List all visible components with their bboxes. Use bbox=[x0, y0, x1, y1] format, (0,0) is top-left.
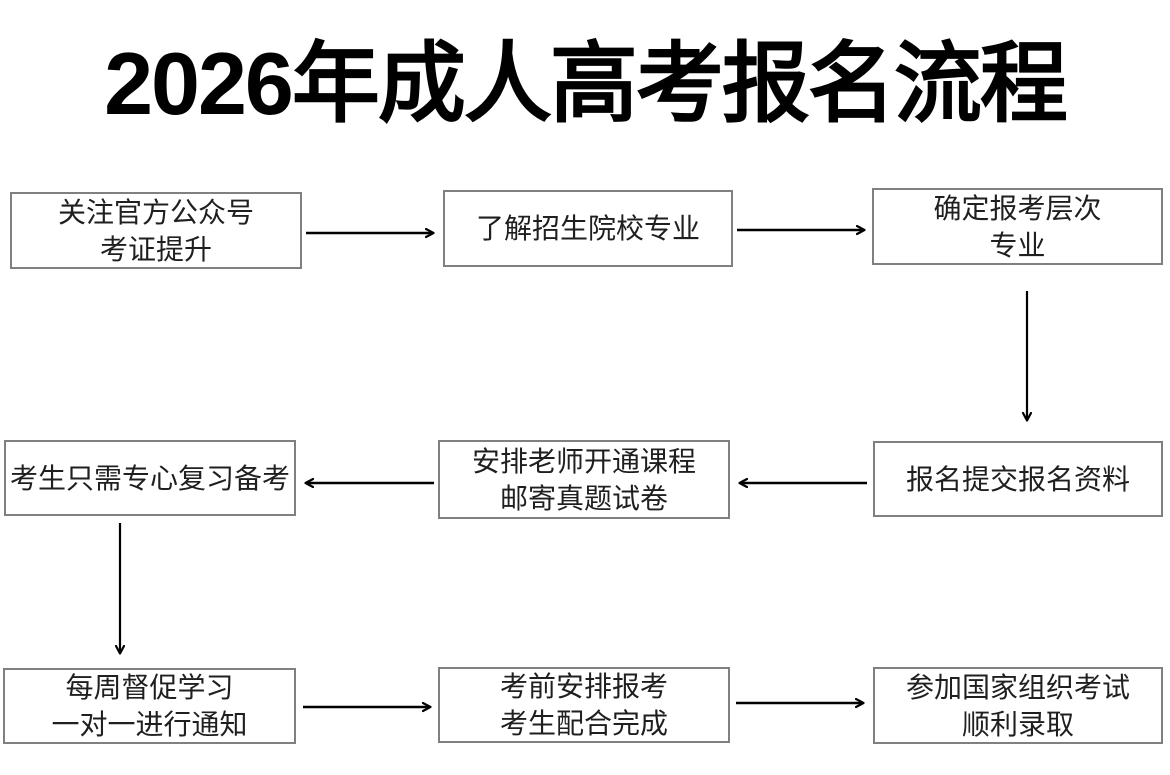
node-line: 考生只需专心复习备考 bbox=[9, 462, 290, 494]
flow-node-follow-official-account: 关注官方公众号 考证提升 bbox=[10, 192, 302, 269]
node-line: 考生配合完成 bbox=[499, 708, 668, 739]
flow-node-learn-college-majors: 了解招生院校专业 bbox=[443, 190, 733, 267]
node-line: 每周督促学习 bbox=[65, 672, 234, 703]
flow-node-weekly-study-supervision: 每周督促学习 一对一进行通知 bbox=[3, 668, 296, 744]
flow-node-pre-exam-arrangement: 考前安排报考 考生配合完成 bbox=[438, 667, 730, 743]
flow-node-submit-registration-materials: 报名提交报名资料 bbox=[873, 441, 1163, 517]
node-line: 参加国家组织考试 bbox=[905, 671, 1130, 703]
flow-node-teacher-opens-course-mails-papers: 安排老师开通课程 邮寄真题试卷 bbox=[438, 440, 730, 519]
node-line: 邮寄真题试卷 bbox=[499, 482, 668, 514]
node-line: 安排老师开通课程 bbox=[471, 445, 696, 477]
flow-node-take-national-exam-admitted: 参加国家组织考试 顺利录取 bbox=[873, 667, 1163, 744]
node-line: 考证提升 bbox=[99, 233, 212, 265]
node-line: 确定报考层次 bbox=[933, 192, 1102, 224]
node-line: 关注官方公众号 bbox=[57, 196, 254, 228]
flow-node-candidate-focus-on-review: 考生只需专心复习备考 bbox=[4, 440, 296, 516]
page-title: 2026年成人高考报名流程 bbox=[104, 34, 1068, 133]
node-line: 考前安排报考 bbox=[499, 671, 668, 702]
node-line: 一对一进行通知 bbox=[51, 709, 248, 740]
flow-node-determine-level-and-major: 确定报考层次 专业 bbox=[872, 188, 1163, 265]
node-line: 报名提交报名资料 bbox=[905, 463, 1130, 495]
node-line: 了解招生院校专业 bbox=[475, 213, 700, 244]
node-line: 专业 bbox=[989, 229, 1046, 261]
node-line: 顺利录取 bbox=[961, 708, 1074, 740]
